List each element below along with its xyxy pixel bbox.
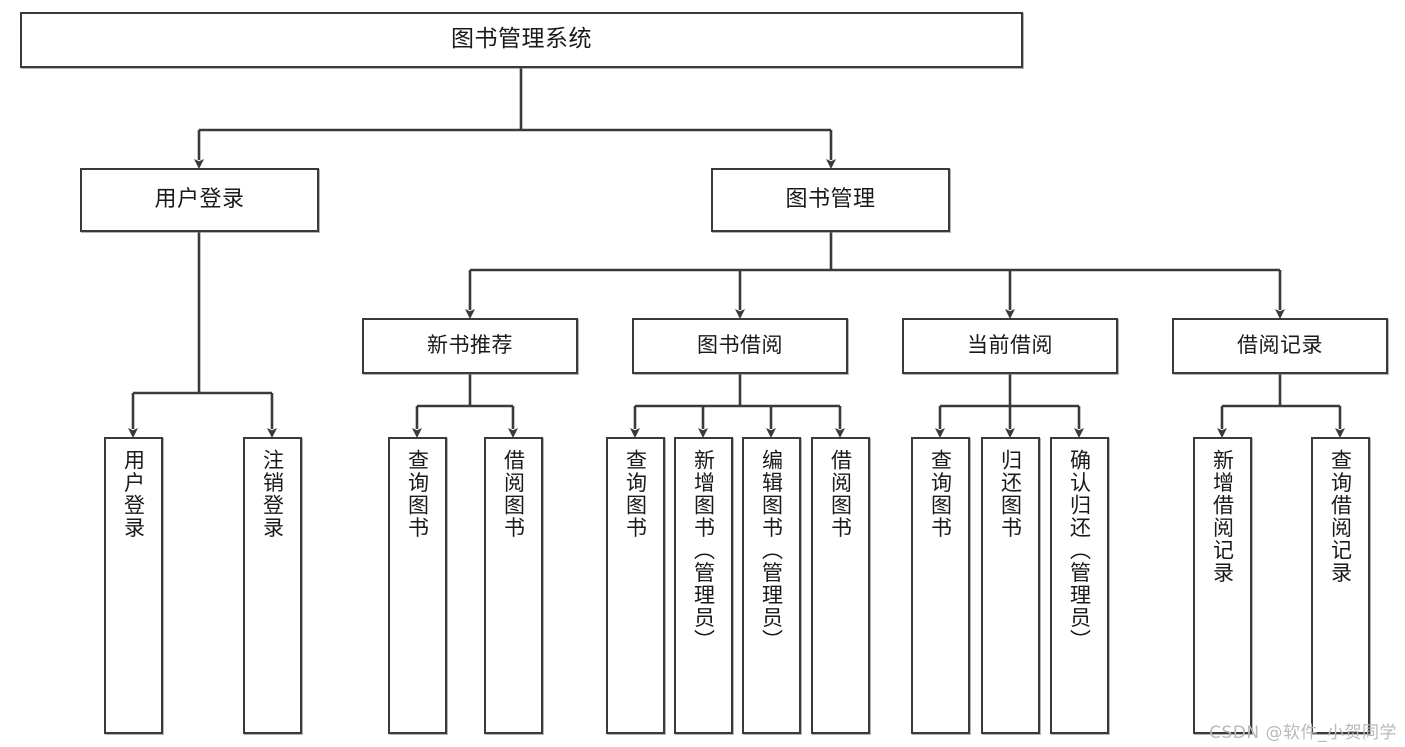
csdn-watermark: CSDN @软件_小贺同学: [1209, 723, 1397, 743]
node-leaf-add-book-label: 新增图书（管理员）: [691, 449, 716, 652]
node-book-management[interactable]: 图书管理: [711, 168, 950, 232]
node-leaf-query-book-2[interactable]: 查询图书: [606, 437, 665, 734]
node-leaf-return-book-label: 归还图书: [998, 449, 1023, 539]
node-leaf-add-book[interactable]: 新增图书（管理员）: [674, 437, 733, 734]
node-root[interactable]: 图书管理系统: [20, 12, 1023, 68]
node-leaf-borrow-book-2[interactable]: 借阅图书: [811, 437, 870, 734]
node-new-book-recommend[interactable]: 新书推荐: [362, 318, 578, 374]
node-leaf-query-book-3[interactable]: 查询图书: [911, 437, 970, 734]
node-current-borrow[interactable]: 当前借阅: [902, 318, 1118, 374]
node-book-borrow-label: 图书借阅: [697, 333, 783, 358]
node-leaf-logout-login[interactable]: 注销登录: [243, 437, 302, 734]
node-book-borrow[interactable]: 图书借阅: [632, 318, 848, 374]
node-current-borrow-label: 当前借阅: [967, 333, 1053, 358]
node-leaf-return-book[interactable]: 归还图书: [981, 437, 1040, 734]
node-leaf-query-book-2-label: 查询图书: [623, 449, 648, 539]
node-leaf-query-book-1-label: 查询图书: [405, 449, 430, 539]
node-user-login[interactable]: 用户登录: [80, 168, 319, 232]
node-borrow-record[interactable]: 借阅记录: [1172, 318, 1388, 374]
node-leaf-edit-book[interactable]: 编辑图书（管理员）: [742, 437, 801, 734]
node-root-label: 图书管理系统: [451, 26, 592, 53]
node-leaf-confirm-return[interactable]: 确认归还（管理员）: [1050, 437, 1109, 734]
node-leaf-user-login-label: 用户登录: [121, 449, 146, 539]
node-leaf-edit-book-label: 编辑图书（管理员）: [759, 449, 784, 652]
node-new-book-recommend-label: 新书推荐: [427, 333, 513, 358]
node-leaf-query-record-label: 查询借阅记录: [1328, 449, 1353, 584]
node-leaf-borrow-book-2-label: 借阅图书: [828, 449, 853, 539]
node-leaf-query-book-1[interactable]: 查询图书: [388, 437, 447, 734]
node-leaf-add-record-label: 新增借阅记录: [1210, 449, 1235, 584]
node-leaf-borrow-book-1[interactable]: 借阅图书: [484, 437, 543, 734]
node-leaf-query-book-3-label: 查询图书: [928, 449, 953, 539]
node-leaf-logout-login-label: 注销登录: [260, 449, 285, 539]
node-leaf-query-record[interactable]: 查询借阅记录: [1311, 437, 1370, 734]
node-leaf-add-record[interactable]: 新增借阅记录: [1193, 437, 1252, 734]
node-user-login-label: 用户登录: [154, 186, 245, 212]
node-leaf-borrow-book-1-label: 借阅图书: [501, 449, 526, 539]
node-borrow-record-label: 借阅记录: [1237, 333, 1323, 358]
node-leaf-confirm-return-label: 确认归还（管理员）: [1067, 449, 1092, 652]
node-book-management-label: 图书管理: [785, 186, 876, 212]
node-leaf-user-login[interactable]: 用户登录: [104, 437, 163, 734]
